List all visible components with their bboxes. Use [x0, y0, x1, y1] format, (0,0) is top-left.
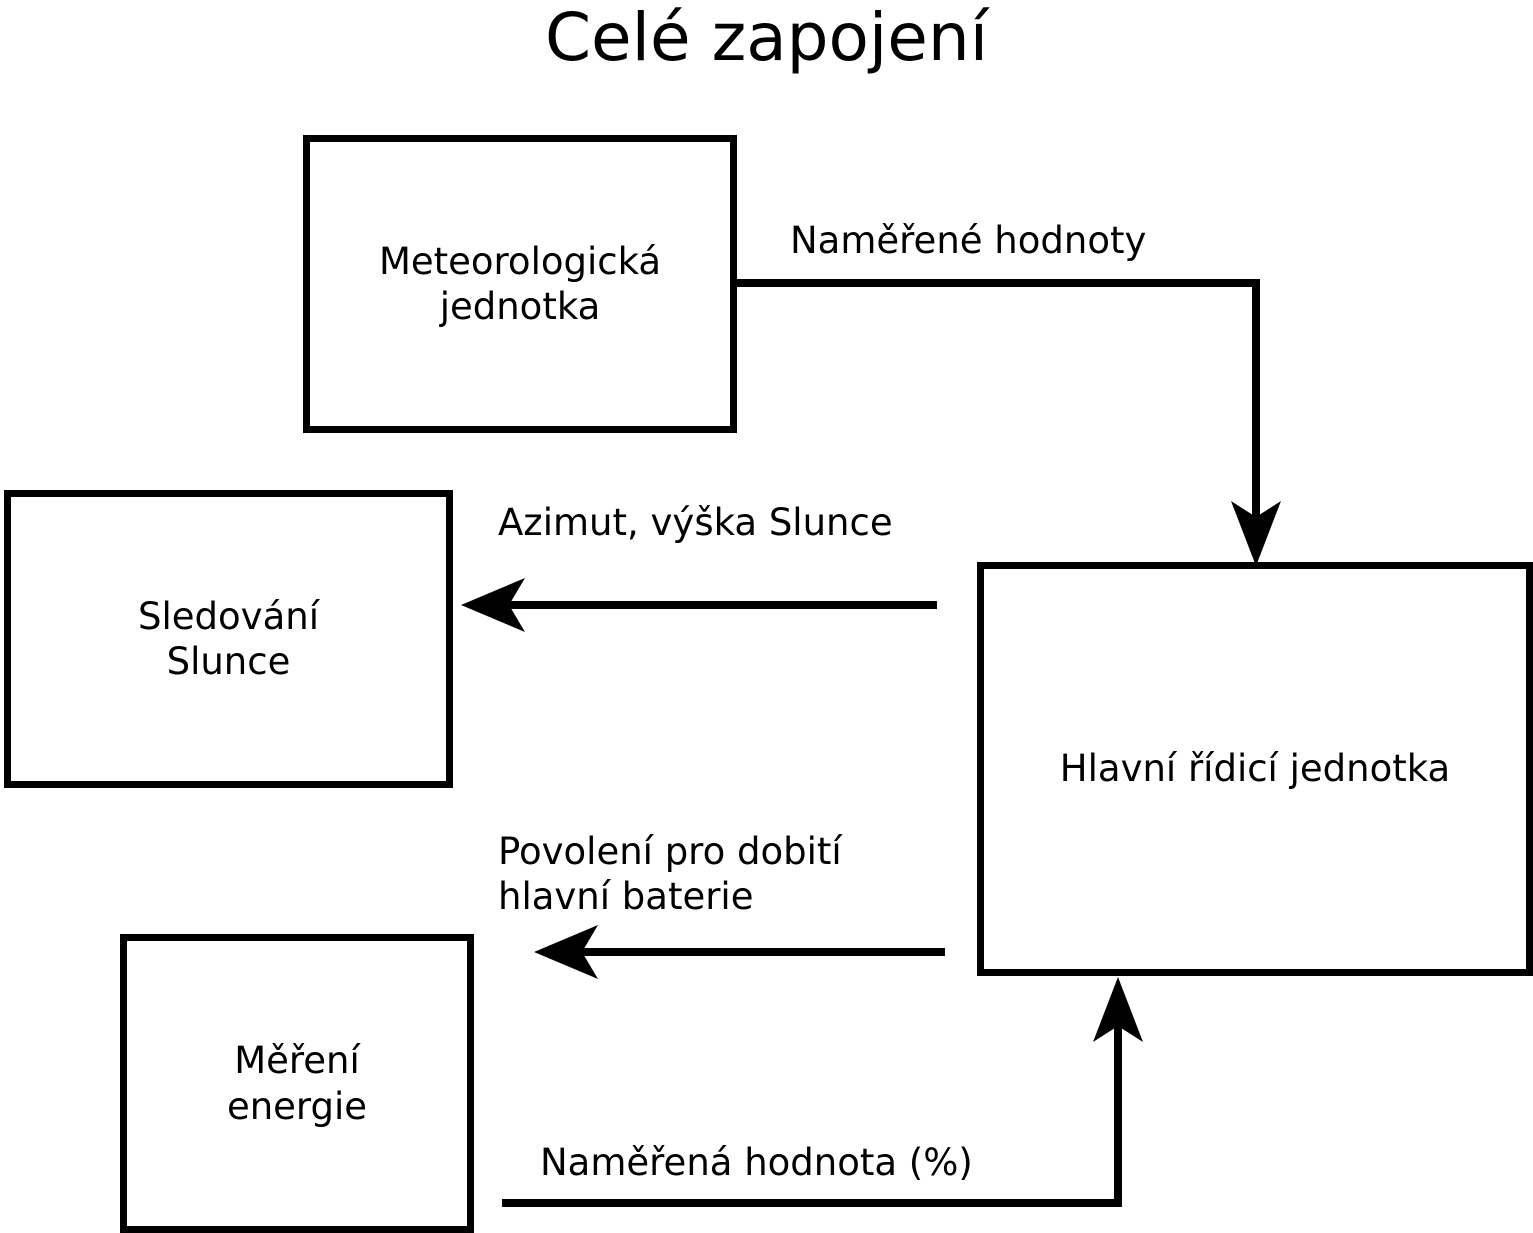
connector-main-to-sun [461, 578, 937, 632]
connector-meteo-to-main [737, 279, 1281, 566]
connector-energy-to-main [502, 977, 1143, 1207]
node-mereni-energie[interactable]: Měření energie [120, 934, 474, 1233]
node-label: Měření energie [226, 1039, 368, 1128]
node-label: Meteorologická jednotka [378, 239, 662, 328]
edge-label-povoleni-pro-dobiti: Povolení pro dobití hlavní baterie [498, 830, 842, 919]
connector-main-to-energy [534, 925, 945, 979]
node-label: Sledování Slunce [138, 594, 319, 683]
node-hlavni-ridici-jednotka[interactable]: Hlavní řídicí jednotka [977, 562, 1533, 976]
edge-label-namerena-hodnota-procenta: Naměřená hodnota (%) [540, 1141, 973, 1184]
page-title: Celé zapojení [544, 0, 989, 76]
edge-label-namerene-hodnoty: Naměřené hodnoty [790, 219, 1147, 262]
node-sledovani-slunce[interactable]: Sledování Slunce [4, 490, 453, 788]
node-label: Hlavní řídicí jednotka [1059, 747, 1451, 791]
node-meteorologicka-jednotka[interactable]: Meteorologická jednotka [303, 135, 737, 433]
edge-label-azimut-vyska-slunce: Azimut, výška Slunce [498, 501, 893, 544]
